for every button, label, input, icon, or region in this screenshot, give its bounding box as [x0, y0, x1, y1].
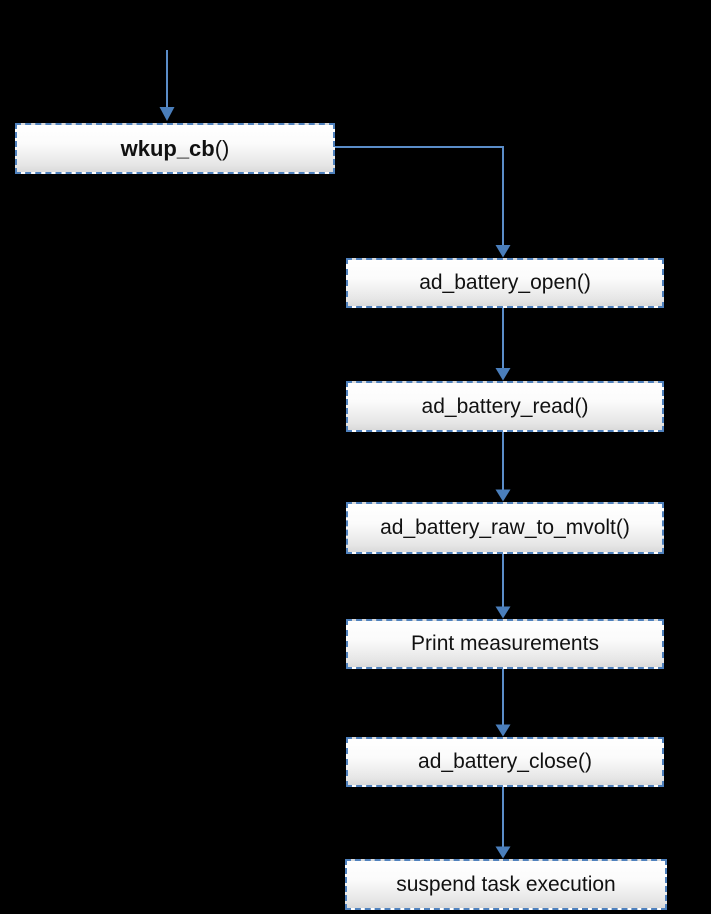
node-ad-battery-raw-to-mvolt-label: ad_battery_raw_to_mvolt() [380, 516, 630, 539]
node-ad-battery-close-label: ad_battery_close() [418, 750, 592, 773]
node-ad-battery-read-label: ad_battery_read() [421, 394, 589, 418]
node-ad-battery-open: ad_battery_open() [346, 258, 664, 308]
edge-ad-battery-close-to-suspend-task-execution [495, 784, 511, 859]
node-wkup-cb: wkup_cb() [15, 123, 335, 174]
node-ad-battery-close: ad_battery_close() [346, 737, 664, 787]
node-ad-battery-open-label: ad_battery_open() [419, 271, 591, 294]
node-print-measurements-label: Print measurements [411, 632, 599, 655]
node-suspend-task-execution: suspend task execution [345, 859, 667, 910]
edge-ad-battery-read-to-ad-battery-raw-to-mvolt [495, 429, 511, 502]
edge-wkup-cb-to-ad-battery-open [331, 146, 511, 258]
edge-entry-to-wkup-cb [159, 50, 175, 121]
edge-ad-battery-open-to-ad-battery-read [495, 305, 511, 381]
node-wkup-cb-label: wkup_cb() [120, 135, 230, 161]
node-ad-battery-read: ad_battery_read() [346, 381, 664, 432]
edge-print-measurements-to-ad-battery-close [495, 666, 511, 737]
node-print-measurements: Print measurements [346, 619, 664, 669]
edge-ad-battery-raw-to-mvolt-to-print-measurements [495, 551, 511, 619]
node-ad-battery-raw-to-mvolt: ad_battery_raw_to_mvolt() [346, 502, 664, 554]
node-suspend-task-execution-label: suspend task execution [396, 872, 616, 896]
